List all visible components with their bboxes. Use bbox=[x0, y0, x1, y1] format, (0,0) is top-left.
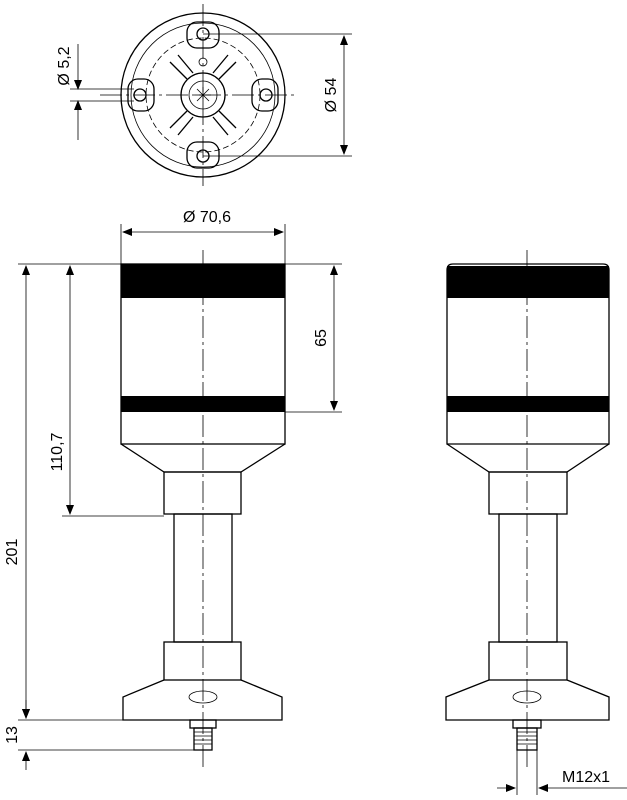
top-view bbox=[100, 4, 298, 186]
body-diameter-label: Ø 70,6 bbox=[183, 209, 231, 226]
side-view-left bbox=[120, 250, 286, 770]
body-diameter-dimension: Ø 70,6 bbox=[120, 209, 286, 264]
module-height-dimension: 110,7 bbox=[49, 263, 164, 517]
module-height-label: 110,7 bbox=[49, 432, 66, 471]
total-height-label: 201 bbox=[4, 539, 21, 566]
mount-diameter-label: Ø 54 bbox=[323, 78, 340, 113]
segment-height-label: 65 bbox=[313, 329, 330, 347]
segment-height-dimension: 65 bbox=[285, 263, 342, 413]
spokes bbox=[169, 54, 237, 136]
hole-diameter-dimension: Ø 5,2 bbox=[56, 44, 134, 140]
thread-dimension: M12x1 bbox=[497, 750, 627, 795]
connector-height-label: 13 bbox=[4, 726, 21, 744]
hole-diameter-label: Ø 5,2 bbox=[56, 46, 73, 85]
connector-height-dimension: 13 bbox=[4, 700, 194, 770]
side-view-right bbox=[445, 250, 610, 770]
thread-label: M12x1 bbox=[562, 769, 610, 786]
total-height-dimension: 201 bbox=[4, 263, 123, 721]
mount-diameter-dimension: Ø 54 bbox=[203, 33, 352, 157]
